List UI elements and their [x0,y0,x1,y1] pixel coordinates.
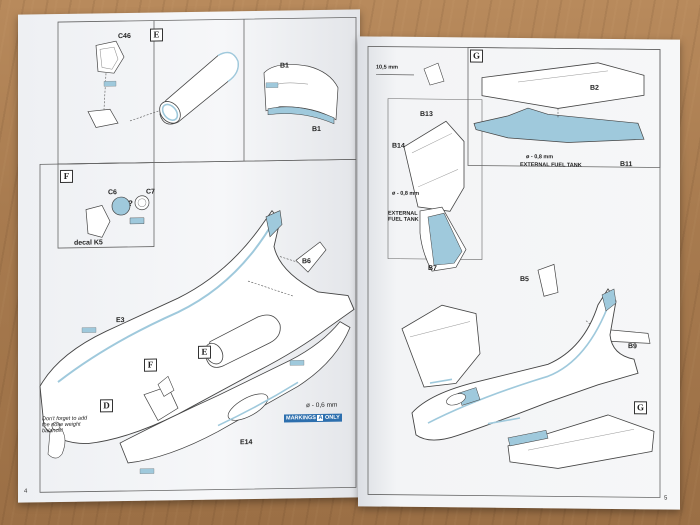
fuel-tank-upper-label: EXTERNAL FUEL TANK [520,162,582,169]
instruction-booklet: E F F E D C46 B1 B1 C6 C7 ? decal K5 B6 … [18,8,686,510]
step-g-callout: G [634,401,647,415]
left-page-drawing [39,16,357,493]
part-b9-label: B9 [628,343,637,351]
part-b11-label: B11 [620,161,633,169]
dimension-label: 10,5 mm [376,64,399,71]
question-mark: ? [128,198,133,208]
fuel-tank-lower-label: EXTERNAL FUEL TANK [388,210,419,223]
part-e14-label: E14 [240,439,253,447]
markings-letter-a: A [317,414,324,421]
part-c7-label: C7 [146,188,155,196]
step-d-callout: D [100,399,113,413]
step-g-marker: G [470,49,483,63]
left-page-number: 4 [24,488,28,495]
part-c46-label: C46 [118,32,131,41]
part-b13-label: B13 [420,110,433,119]
markings-only-text: ONLY [325,414,340,421]
left-page: E F F E D C46 B1 B1 C6 C7 ? decal K5 B6 … [18,9,360,503]
part-b5-label: B5 [520,276,529,284]
step-f-marker: F [60,169,73,184]
part-b2-label: B2 [590,84,599,92]
nose-weight-note: Don't forget to add the nose weight bala… [42,415,88,435]
right-page: G G 10,5 mm B2 B13 B14 B11 ø - 0,8 mm EX… [358,36,680,510]
part-b1-bottom-label: B1 [312,125,321,134]
right-page-number: 5 [664,495,668,502]
markings-badge: MARKINGS A ONLY [284,413,342,423]
right-page-drawing [367,46,661,498]
step-f-callout: F [144,358,157,372]
decal-k5-label: decal K5 [74,239,103,247]
part-c6-label: C6 [108,189,117,197]
part-b14-label: B14 [392,142,405,150]
markings-text: MARKINGS [286,415,316,422]
drill-lower-label: ø - 0,8 mm [392,190,420,197]
part-b1-top-label: B1 [280,62,289,70]
drill-upper-label: ø - 0,8 mm [526,154,554,161]
part-b6-label: B6 [302,258,311,266]
part-b7-label: B7 [428,265,437,273]
step-e-callout: E [198,345,211,359]
part-e3-label: E3 [116,317,125,325]
drill-size-label: ø - 0,6 mm [306,401,338,410]
step-e-marker: E [150,28,163,42]
